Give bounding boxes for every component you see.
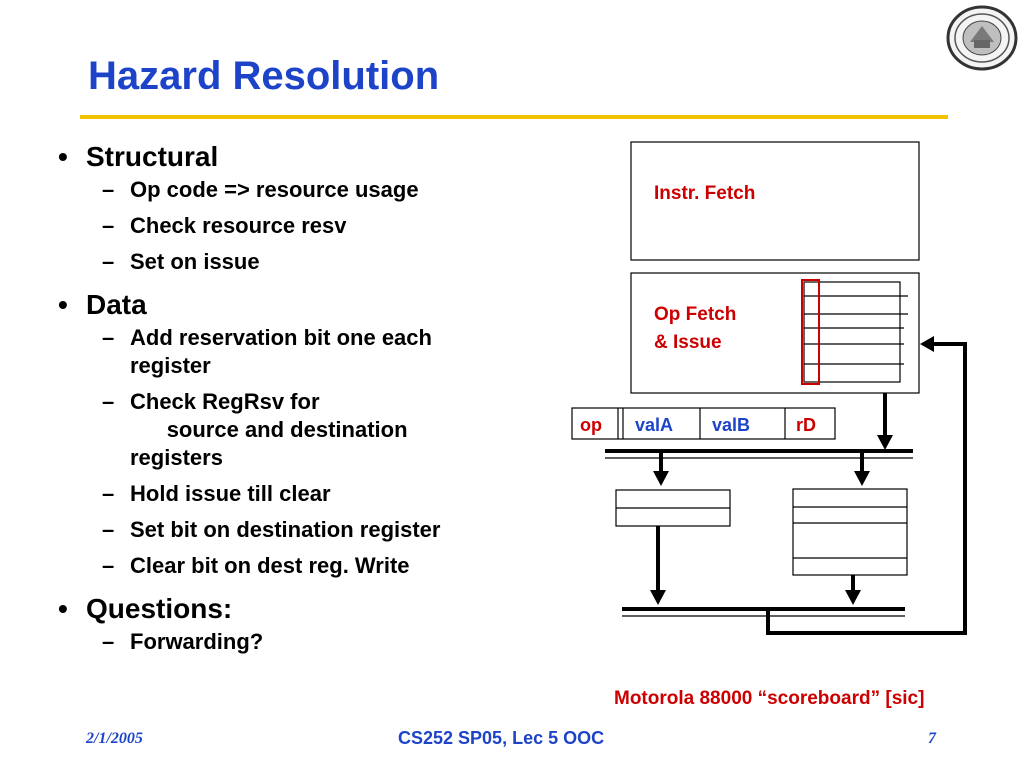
bullet-heading: • Data xyxy=(58,288,538,322)
bullet-heading: • Questions: xyxy=(58,592,538,626)
university-seal-icon xyxy=(946,5,1018,71)
sub-bullet-dash-icon: – xyxy=(102,517,115,542)
function-unit-right xyxy=(792,488,908,576)
bullet-label: Questions: xyxy=(86,593,233,624)
function-unit-left xyxy=(615,489,731,527)
bullet-list: •Structural–Op code => resource usage–Ch… xyxy=(58,140,538,668)
sub-bullet-dash-icon: – xyxy=(102,629,115,654)
bullet-dot-icon: • xyxy=(58,141,68,172)
bullet-heading: • Structural xyxy=(58,140,538,174)
sub-bullet: –Check RegRsv for source and destination… xyxy=(58,388,538,472)
scoreboard-diagram: Instr. Fetch Op Fetch & Issue op valA va… xyxy=(571,141,967,635)
bullet-label: Data xyxy=(86,289,147,320)
sub-bullet-text: Forwarding? xyxy=(130,629,264,654)
bullet-item: • Questions: –Forwarding? xyxy=(58,592,538,656)
bullet-dot-icon: • xyxy=(58,593,68,624)
field-op: op xyxy=(580,415,602,435)
footer-date: 2/1/2005 xyxy=(86,730,143,747)
op-fetch-box xyxy=(630,272,920,394)
sub-bullet-dash-icon: – xyxy=(102,249,115,274)
op-fetch-label-line2: & Issue xyxy=(654,332,722,353)
sub-bullet-dash-icon: – xyxy=(102,177,115,202)
reservation-bits-column xyxy=(801,279,820,385)
register-file xyxy=(803,281,908,383)
sub-bullet-text: Check resource resv xyxy=(130,213,347,238)
sub-bullet: –Clear bit on dest reg. Write xyxy=(58,552,538,580)
sub-bullet: –Op code => resource usage xyxy=(58,176,538,204)
sub-bullet: –Set bit on destination register xyxy=(58,516,538,544)
sub-bullet-text: Set bit on destination register xyxy=(130,517,441,542)
sub-bullet-text: Op code => resource usage xyxy=(130,177,419,202)
field-rD: rD xyxy=(796,415,816,435)
bullet-label: Structural xyxy=(86,141,219,172)
sub-bullet-dash-icon: – xyxy=(102,481,115,506)
sub-bullet-dash-icon: – xyxy=(102,325,115,350)
sub-bullet: –Hold issue till clear xyxy=(58,480,538,508)
sub-bullet: –Check resource resv xyxy=(58,212,538,240)
sub-bullet: –Add reservation bit one each register xyxy=(58,324,538,380)
diagram-caption: Motorola 88000 “scoreboard” [sic] xyxy=(614,688,925,709)
sub-bullet-text: Hold issue till clear xyxy=(130,481,331,506)
sub-bullet-text: Add reservation bit one each register xyxy=(130,325,432,378)
field-latch xyxy=(571,407,836,440)
footer-course: CS252 SP05, Lec 5 OOC xyxy=(398,728,605,748)
sub-bullet-dash-icon: – xyxy=(102,213,115,238)
sub-bullet-text: Set on issue xyxy=(130,249,260,274)
slide-title: Hazard Resolution xyxy=(88,54,440,98)
bullet-dot-icon: • xyxy=(58,289,68,320)
sub-bullet-text: Clear bit on dest reg. Write xyxy=(130,553,410,578)
footer-page-number: 7 xyxy=(928,730,936,747)
sub-bullet-text: Check RegRsv for source and destination … xyxy=(130,389,408,470)
title-underline xyxy=(80,115,948,119)
field-valA: valA xyxy=(635,415,673,435)
sub-bullet-dash-icon: – xyxy=(102,389,115,414)
field-valB: valB xyxy=(712,415,750,435)
bullet-item: •Data–Add reservation bit one each regis… xyxy=(58,288,538,580)
instr-fetch-label: Instr. Fetch xyxy=(654,183,755,204)
sub-bullet: –Forwarding? xyxy=(58,628,538,656)
bullet-item: •Structural–Op code => resource usage–Ch… xyxy=(58,140,538,276)
instr-fetch-box xyxy=(630,141,920,261)
sub-bullet: –Set on issue xyxy=(58,248,538,276)
sub-bullet-dash-icon: – xyxy=(102,553,115,578)
op-fetch-label-line1: Op Fetch xyxy=(654,304,736,325)
